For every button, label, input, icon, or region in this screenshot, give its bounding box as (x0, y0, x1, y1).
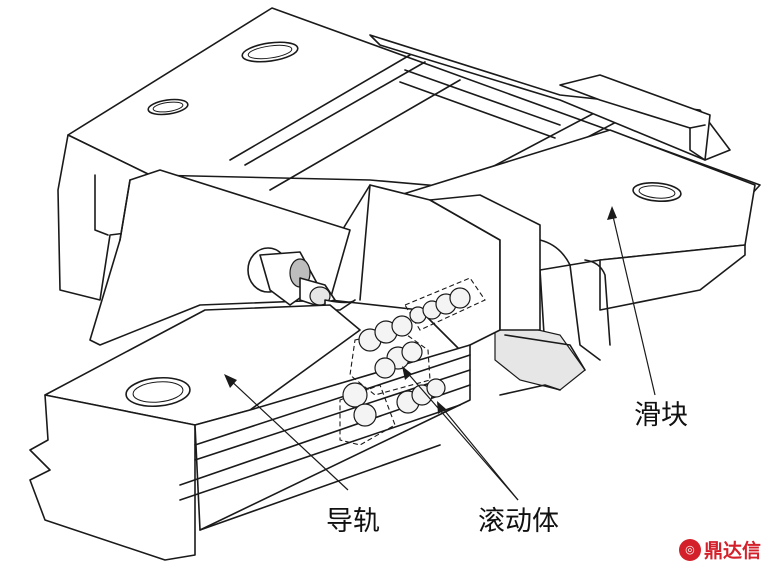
roller-ball (449, 287, 471, 309)
roller-ball (353, 403, 377, 427)
arrow-head (224, 374, 237, 388)
rolling-element-leader (439, 404, 519, 501)
grease-nipple (247, 247, 356, 311)
arrow-head (607, 206, 617, 220)
roller-ball (401, 341, 423, 363)
rolling-elements (339, 277, 486, 446)
rail-label: 导轨 (326, 506, 380, 537)
roller-ball (342, 382, 368, 408)
guide-rail (29, 304, 471, 561)
watermark: ◎ 鼎达信 (678, 536, 761, 563)
end-cap-center (329, 184, 541, 351)
roller-ball (391, 315, 413, 337)
brand-logo-icon: ◎ (678, 538, 701, 561)
rolling-element-label: 滚动体 (478, 506, 559, 537)
arrow-head (437, 401, 446, 414)
slider-leader (611, 211, 656, 396)
roller-ball (374, 357, 396, 379)
arrow-head (402, 366, 412, 380)
roller-ball (426, 378, 446, 398)
rail-leader (227, 377, 349, 491)
leader-lines (224, 206, 656, 501)
slider-label: 滑块 (634, 400, 688, 431)
watermark-brand: 鼎达信 (703, 540, 761, 562)
rolling-element-leader (404, 369, 519, 501)
